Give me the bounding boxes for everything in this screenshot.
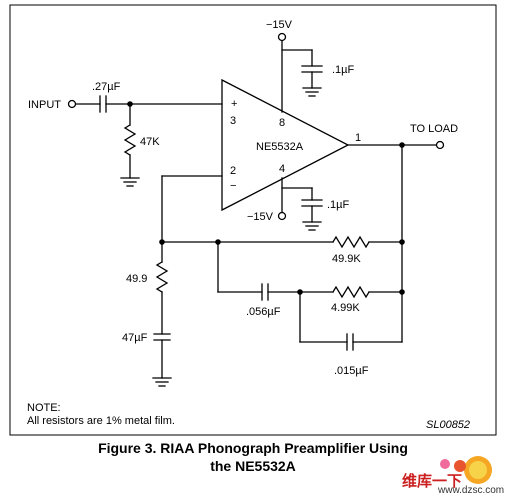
bypass-capacitor-bottom	[301, 199, 323, 207]
bypass-capacitor-top	[301, 65, 323, 73]
bypass-capacitor-bottom-label: .1µF	[327, 199, 350, 211]
drawing-code: SL00852	[426, 419, 470, 431]
figure-caption-line-2: the NE5532A	[210, 458, 296, 474]
note-title: NOTE:	[27, 402, 61, 414]
feedback-resistor-4.99k-label: 4.99K	[331, 302, 360, 314]
gain-capacitor-47uf	[153, 333, 171, 341]
junction-dot	[159, 239, 165, 245]
feedback-resistor-49.9k	[332, 235, 370, 249]
pin-3-label: 3	[230, 115, 236, 127]
pin-2-label: 2	[230, 165, 236, 177]
watermark-url: www.dzsc.com	[438, 485, 505, 496]
output-terminal	[435, 140, 445, 150]
supply-terminal-bottom	[277, 211, 287, 221]
supply-bottom-label: −15V	[247, 211, 274, 223]
pin-1-label: 1	[355, 132, 361, 144]
input-capacitor-label: .27µF	[92, 81, 121, 93]
op-amp-symbol	[221, 78, 350, 212]
feedback-resistor-4.99k	[332, 285, 370, 299]
note-text: All resistors are 1% metal film.	[27, 415, 175, 427]
input-label: INPUT	[28, 99, 61, 111]
pin-plus-sign: +	[231, 98, 237, 110]
pin-8-label: 8	[279, 117, 285, 129]
feedback-capacitor-015	[346, 333, 354, 351]
to-load-label: TO LOAD	[410, 123, 458, 135]
feedback-capacitor-056-label: .056µF	[246, 306, 281, 318]
pin-4-label: 4	[279, 163, 285, 175]
junction-dot	[297, 289, 303, 295]
watermark-logo: 维库一下 www.dzsc.com	[398, 452, 505, 498]
feedback-capacitor-056	[261, 283, 269, 301]
gain-resistor-49.9	[155, 261, 169, 293]
supply-terminal-top	[277, 32, 287, 42]
bypass-capacitor-top-label: .1µF	[332, 64, 355, 76]
supply-top-label: −15V	[266, 19, 293, 31]
junction-dot	[215, 239, 221, 245]
input-capacitor	[99, 95, 107, 113]
watermark-text: 维库一下	[402, 472, 463, 490]
ground-gain	[152, 377, 172, 387]
input-terminal	[67, 99, 77, 109]
figure-caption-line-1: Figure 3. RIAA Phonograph Preamplifier U…	[98, 440, 408, 456]
gain-resistor-label: 49.9	[126, 273, 147, 285]
watermark-emblem-icon	[440, 456, 492, 484]
gain-capacitor-label: 47µF	[122, 332, 148, 344]
op-amp-part-label: NE5532A	[256, 141, 304, 153]
feedback-capacitor-015-label: .015µF	[334, 365, 369, 377]
ground-input	[120, 177, 140, 187]
junction-dot	[399, 142, 405, 148]
ground-top	[302, 87, 322, 97]
junction-dot	[399, 239, 405, 245]
diagram-frame	[9, 4, 497, 436]
junction-dot	[127, 101, 133, 107]
junction-dot	[399, 289, 405, 295]
pin-minus-sign: −	[230, 180, 236, 192]
ground-bottom-supply	[302, 221, 322, 231]
schematic-diagram: + 3 2 − 8 4 1 NE5532A INPUT TO LOAD −15V…	[9, 4, 497, 436]
input-resistor-label: 47K	[140, 136, 160, 148]
feedback-resistor-49.9k-label: 49.9K	[332, 253, 361, 265]
input-resistor	[123, 124, 137, 156]
